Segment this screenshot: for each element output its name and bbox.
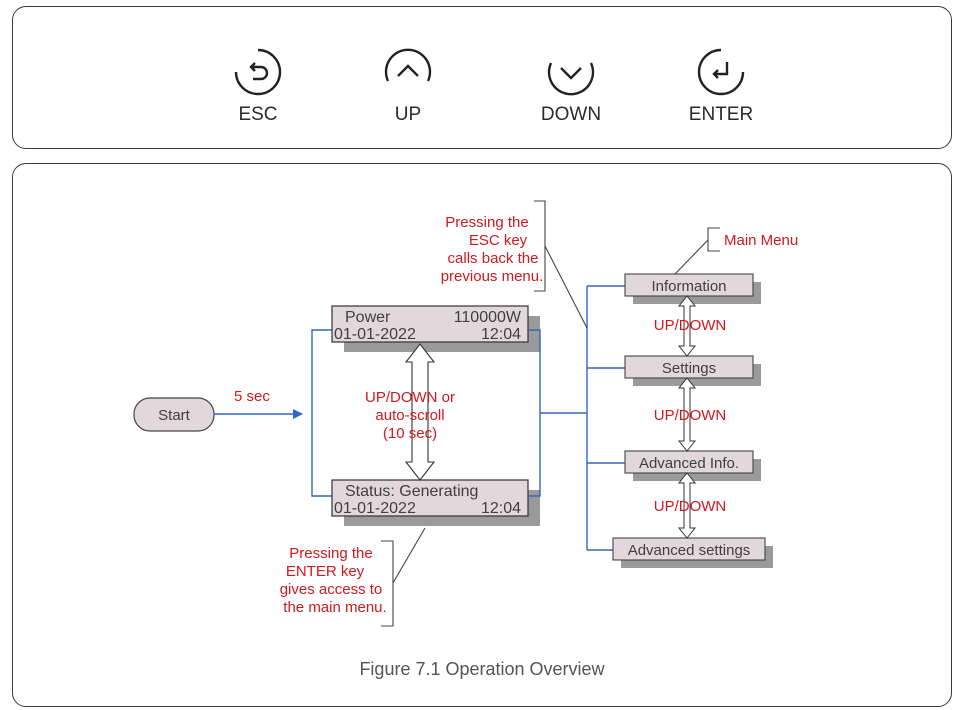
power-value: 110000W bbox=[454, 309, 522, 326]
lcd-status-screen: Status: Generating 01-01-2022 12:04 bbox=[331, 479, 540, 526]
start-label: Start bbox=[158, 407, 191, 424]
screen-left-bracket bbox=[311, 329, 332, 497]
chevron-up-icon bbox=[384, 48, 432, 82]
scroll-double-arrow bbox=[404, 343, 436, 481]
esc-note-2: ESC key bbox=[469, 232, 528, 249]
main-menu-leader bbox=[674, 239, 709, 275]
menu-item-information-label: Information bbox=[651, 278, 726, 295]
esc-note-leader bbox=[544, 245, 588, 329]
menu-item-advanced-settings: Advanced settings bbox=[612, 537, 773, 568]
down-key-label: DOWN bbox=[540, 104, 602, 125]
menu-item-information: Information bbox=[624, 273, 761, 304]
esc-key-label: ESC bbox=[238, 104, 278, 125]
down-key: DOWN bbox=[516, 47, 626, 126]
enter-key: ENTER bbox=[666, 47, 776, 126]
screen-right-bracket bbox=[528, 329, 541, 497]
screen1-date: 01-01-2022 bbox=[334, 326, 416, 343]
delay-label: 5 sec bbox=[234, 388, 270, 405]
esc-note-4: previous menu. bbox=[441, 268, 544, 285]
esc-key: ESC bbox=[203, 47, 313, 126]
menu-item-advanced-info-label: Advanced Info. bbox=[639, 455, 739, 472]
menu-double-arrow-3 bbox=[677, 472, 697, 539]
esc-note-1: Pressing the bbox=[445, 214, 528, 231]
enter-note-2: ENTER key bbox=[286, 563, 365, 580]
back-arrow-icon bbox=[234, 48, 282, 96]
menu-item-advanced-info: Advanced Info. bbox=[624, 450, 761, 481]
up-key: UP bbox=[353, 47, 463, 126]
keypad-panel: ESC UP DOWN ENTER bbox=[12, 6, 952, 149]
scroll-note-3: (10 sec) bbox=[383, 425, 437, 442]
scroll-note-1: UP/DOWN or bbox=[365, 389, 455, 406]
chevron-down-icon bbox=[547, 62, 595, 96]
menu-item-settings-label: Settings bbox=[662, 360, 716, 377]
enter-arrow-icon bbox=[697, 48, 745, 96]
enter-note-bracket bbox=[381, 540, 394, 627]
screen2-date: 01-01-2022 bbox=[334, 500, 416, 517]
lcd-power-screen: Power 110000W 01-01-2022 12:04 bbox=[331, 305, 540, 352]
enter-note-4: the main menu. bbox=[283, 599, 386, 616]
menu-double-arrow-1 bbox=[677, 295, 697, 357]
operation-overview-panel bbox=[12, 163, 952, 707]
menu-item-settings: Settings bbox=[624, 355, 761, 386]
main-menu-label: Main Menu bbox=[724, 232, 798, 249]
updown-label-3: UP/DOWN bbox=[654, 498, 727, 515]
enter-note-leader bbox=[392, 527, 426, 584]
scroll-note-2: auto-scroll bbox=[375, 407, 444, 424]
screen2-time: 12:04 bbox=[481, 500, 521, 517]
main-menu-bracket bbox=[707, 227, 720, 252]
updown-label-1: UP/DOWN bbox=[654, 317, 727, 334]
menu-double-arrow-2 bbox=[677, 377, 697, 452]
enter-key-label: ENTER bbox=[688, 104, 754, 125]
up-key-label: UP bbox=[394, 104, 422, 125]
screen1-time: 12:04 bbox=[481, 326, 521, 343]
status-line: Status: Generating bbox=[345, 483, 478, 500]
enter-note-1: Pressing the bbox=[289, 545, 372, 562]
updown-label-2: UP/DOWN bbox=[654, 407, 727, 424]
menu-item-advanced-settings-label: Advanced settings bbox=[628, 542, 751, 559]
enter-note-3: gives access to bbox=[280, 581, 383, 598]
esc-note-3: calls back the bbox=[448, 250, 539, 267]
power-label: Power bbox=[345, 309, 391, 326]
figure-caption: Figure 7.1 Operation Overview bbox=[359, 659, 605, 679]
